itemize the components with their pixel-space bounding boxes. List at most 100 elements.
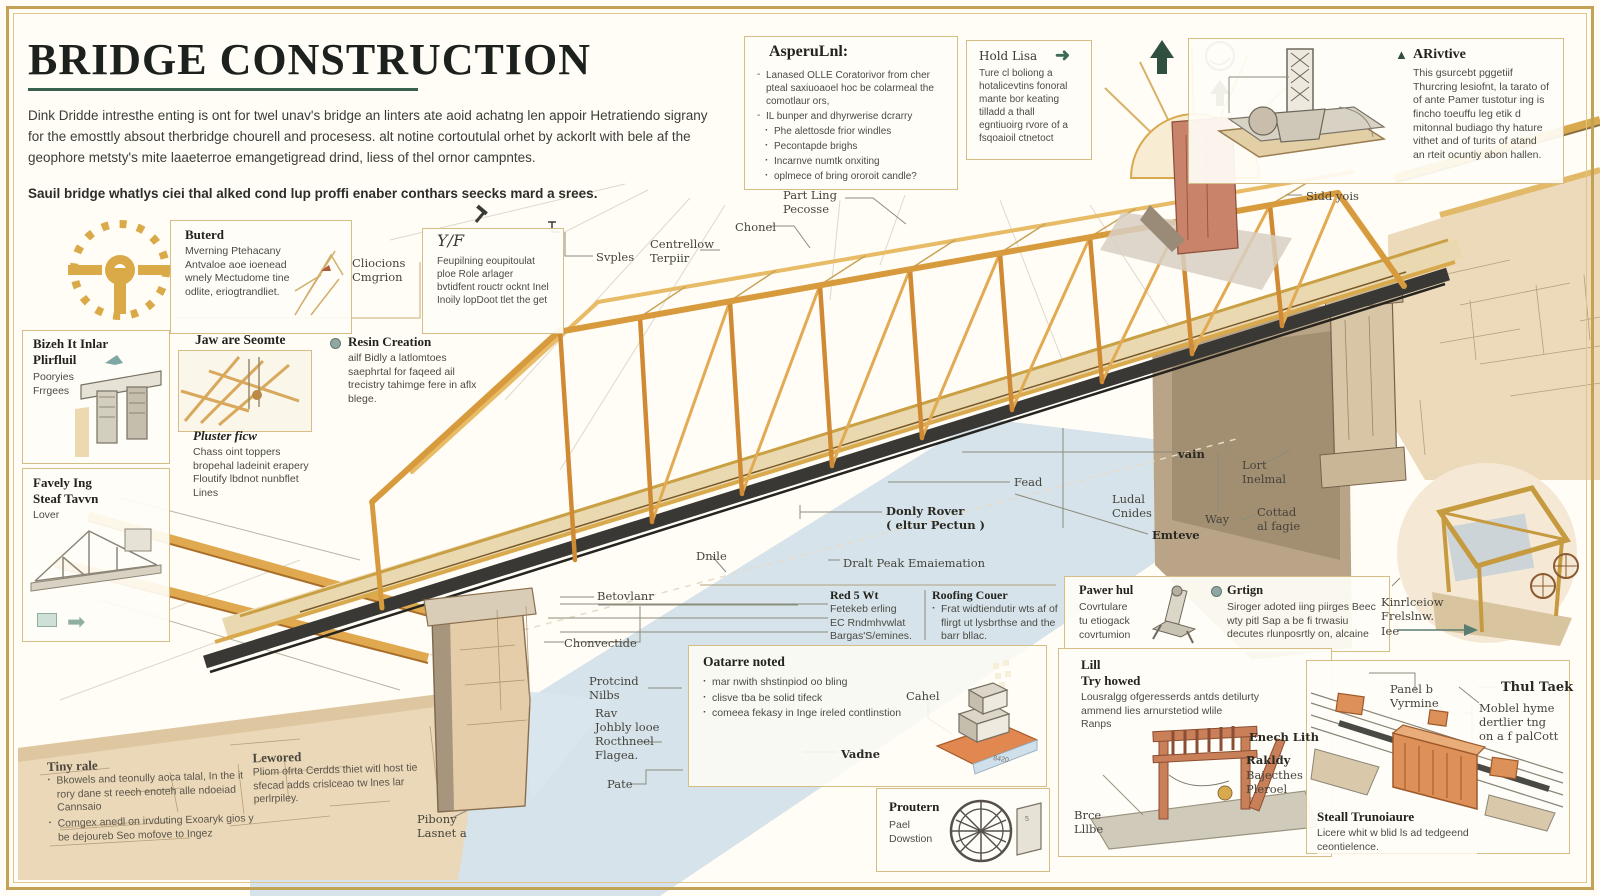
diagram-label-dnile: Dnile [696,549,727,563]
callout-body: Feupilning eoupitoulat ploe Role arlager… [437,256,549,306]
diagram-label-emteve: Emteve [1152,528,1200,542]
diagram-label-enech-lith: Enech Lith [1249,730,1319,744]
callout-favely: Favely Ing Steaf Tavvn Lover ➡ [22,468,170,642]
bullet-item: IL bunper and dhyrwerise dcrarry [757,109,945,123]
diagram-label-rav-johbly: Rav Johbly looe Rocthneel Flagea. [595,706,660,763]
callout-title: ARivtive [1413,47,1466,62]
gantry-sketch [1310,672,1564,832]
pluster-text: Chass oint toppers bropehal ladeinit era… [193,446,309,499]
diagram-label-ludal-cnides: Ludal Cnides [1112,492,1152,521]
bridge-pier [423,587,537,813]
callout-line: Pael [889,819,911,831]
diagram-label-vadne: Vadne [841,747,881,761]
callout-asperulil: AsperuLnl: Lanased OLLE Coratorivor from… [744,36,958,190]
block-line: EC Rndmhvwlat [830,616,906,629]
resin-title: Resin Creation [348,334,432,349]
bullet-item: Pecontapde brighs [765,139,945,153]
callout-title: Oatarre noted [703,654,785,669]
grtign-text: Siroger adoted iing piirges Beec wty pit… [1227,601,1376,641]
block-line: Fetekeb erling [830,603,897,615]
dot-icon [1211,586,1222,597]
callout-title: AsperuLnl: [769,43,849,60]
callout-buterd: Buterd Mverning Ptehacany Antvaloe aoe i… [170,220,352,334]
bullet-item: oplmece of bring ororoit candle? [765,169,945,183]
diagram-label-fead: Fead [1014,475,1043,489]
callout-line: Dowstion [889,833,933,845]
diagram-label-sidd-yois: Sidd yois [1306,189,1359,203]
beam-sketch [180,356,300,427]
diagram-label-cottad-al-fagie: Cottad al fagie [1257,505,1301,534]
callout-title: Hold Lisa [979,49,1038,63]
steall-text: Licere whit w blid ls ad tedgeend ceonti… [1317,827,1477,855]
diagram-label-vain: vain [1178,447,1205,461]
bullet-item: clisve tba be solid tifeck [703,691,928,706]
bullet-item: Lanased OLLE Coratorivor from cher pteal… [757,68,945,108]
block-line: Bargas'S/emines. [830,630,912,643]
steall-title: Steall Trunoiaure [1317,809,1415,825]
diagram-label-bajecthes: Bajecthes Pleroel [1246,768,1303,797]
foundation-sketch: 8420 [935,682,1039,775]
diagram-label-thul-taek: Thul Taek [1501,680,1574,695]
block-title: Roofing Couer [932,588,1008,602]
callout-hold-lisa: Hold Lisa ➜ Ture cl boliong a hotalicevt… [966,40,1092,160]
roof-sketch [294,250,344,316]
diagram-label-betovlanr: Betovlanr [597,589,654,603]
diagram-label-donly-rover: Donly Rover ( eltur Pectun ) [886,504,986,533]
callout-body: mar nwith shstinpiod oo bling clisve tba… [703,675,928,723]
up-arrow-icon [1150,40,1174,74]
callout-line: Lover [33,509,60,521]
diagram-label-brce-lllbe: Brce Lllbe [1074,808,1104,837]
callout-title: Bizeh It Inlar [33,336,109,351]
diagram-label-kinrlceiow: Kinrlceiow Frelslnw. [1381,595,1444,624]
right-arrow-icon: ➡ [67,609,86,634]
diagram-label-chonel: Chonel [735,220,777,234]
diagram-label-moblel: Moblel hyme dertlier tng on a f palCott [1479,701,1559,744]
callout-line: tu etiogack [1079,615,1130,627]
callout-title2: Try howed [1081,673,1141,688]
diagram-label-iee: Iee [1381,624,1400,638]
callout-body: Ture cl boliong a hotalicevtins fonoral … [979,68,1068,144]
intro-subline: Sauil bridge whatlys ciei thal alked con… [28,186,598,201]
callout-title2: Plirfluil [33,352,77,367]
diagram-label-part-ling: Part Ling Pecosse [783,188,837,217]
red5-block: Red 5 Wt Fetekeb erling EC Rndmhvwlat Ba… [830,588,930,644]
intro-paragraph: Dink Dridde intresthe enting is ont for … [28,108,708,165]
diagram-label-lort-inelmal: Lort Inelmal [1242,458,1286,487]
svg-text:5: 5 [1025,816,1029,823]
callout-title2: Steaf Tavvn [33,491,99,506]
machine-sketch [1151,585,1197,644]
bullet-item: Incarnve numtk onxiting [765,154,945,168]
bullet-item: comeea fekasy in Inge ireled contlinstio… [703,706,928,721]
callout-body: This gsurcebt pggetiif Thurcring lesiofn… [1413,67,1549,161]
svg-text:8420: 8420 [993,755,1010,764]
bullet-item: mar nwith shstinpiod oo bling [703,675,928,690]
iee-arrowhead [1464,624,1478,636]
block-title: Red 5 Wt [830,588,879,602]
pluster-title: Pluster ficw [193,428,257,443]
callout-line: covrtumion [1079,629,1131,641]
diagram-label-pate: Pate [607,777,633,791]
callout-body: Lousralgg ofgeresserds antds detilurty a… [1081,691,1260,731]
page-title-text: BRIDGE CONSTRUCTION [28,35,591,84]
callout-oatarre: Oatarre noted mar nwith shstinpiod oo bl… [688,645,1047,787]
callout-line: Frrgees [33,385,70,397]
jaw-sketch-frame [178,350,312,432]
page-title: BRIDGE CONSTRUCTION [28,34,591,85]
block-line: Frat widtiendutir wts af of flirgt ut ly… [932,602,1060,644]
legend-swatch [37,613,57,627]
callout-proutern: Proutern Pael Dowstion 5 [876,788,1050,872]
callout-title: Lill [1081,657,1101,672]
yf-glyph: Y/F [437,231,465,250]
diagram-label-svples: Svples [596,250,635,264]
crane-foundation-sketch [1216,48,1387,158]
callout-yf: Y/F Feupilning eoupitoulat ploe Role arl… [422,228,564,334]
callout-body: Lanased OLLE Coratorivor from cher pteal… [757,68,945,185]
connector-lines [175,194,1498,819]
diagram-label-rakldy: Rakldy [1246,753,1291,767]
stone-abutment-right [1152,168,1600,660]
compass-label: CVN [104,235,136,252]
diagram-label-way: Way [1205,512,1230,526]
bullet-item: Phe alettosde frior windles [765,124,945,138]
